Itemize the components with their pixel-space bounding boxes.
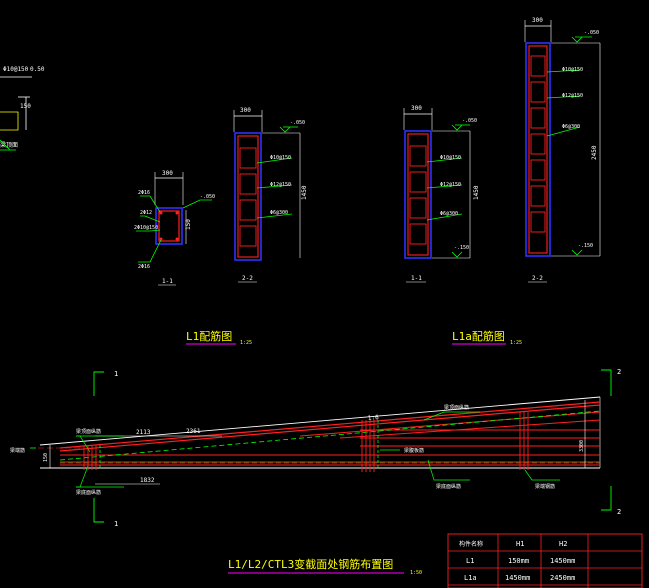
s11-height-dim: 150: [185, 219, 192, 230]
title-l1-scale: 1:25: [240, 340, 252, 346]
left-fragment-label-c: 梁顶面: [0, 141, 18, 149]
s11-side-bars: 2Φ12: [140, 210, 152, 216]
s11a-name: 1-1: [411, 275, 422, 282]
s11a-stirrup-c: Φ6@300: [440, 211, 458, 217]
slope-label: 1:6: [368, 414, 380, 422]
s22-name: 2-2: [242, 275, 253, 282]
dimension-table: 构件名称 H1 H2 L1 150mm 1450mm L1a 1450mm 24…: [447, 533, 643, 588]
s11-elev: -.050: [200, 194, 215, 200]
cut-right-bottom: 2: [617, 508, 621, 516]
title-main: L1/L2/CTL3变截面处钢筋布置图 1:50: [228, 557, 422, 576]
left-fragment-label-a: Φ10@150: [3, 66, 29, 73]
s11-concrete-outline: [155, 207, 183, 245]
table-row1-h2: 1450mm: [550, 557, 575, 565]
s11a-width-dim: 300: [411, 105, 422, 112]
table-header-name: 构件名称: [459, 540, 483, 548]
left-fragment-label-d: 0.50: [30, 66, 45, 73]
table-row2-name: L1a: [464, 574, 477, 582]
left-height-dim: 150: [43, 453, 49, 462]
beam-elevation: 1 1 2 2: [10, 368, 621, 528]
s11-bars-label: 2Φ10@150: [134, 225, 158, 231]
label-end-right: 梁端钢筋: [535, 483, 555, 490]
s11a-concrete-outline: [404, 130, 432, 259]
s11-stirrup: [158, 210, 180, 242]
s11a-stirrup-b: Φ12@150: [440, 182, 461, 188]
table-row2-h2: 2450mm: [550, 574, 575, 582]
label-side-mid: 梁腹板筋: [404, 447, 424, 454]
s22a-name: 2-2: [532, 275, 543, 282]
title-l1-text: L1配筋图: [186, 329, 232, 343]
s22-stirrup-a: Φ10@150: [270, 155, 291, 161]
s22a-elev-top: -.050: [584, 30, 599, 36]
cut-left-top: 1: [114, 370, 118, 378]
left-fragment: Φ10@150 150 梁顶面 0.50: [0, 66, 45, 151]
title-l1a-scale: 1:25: [510, 340, 522, 346]
dim-a: 2113: [136, 429, 151, 436]
s22a-stirrup-a: Φ10@150: [562, 67, 583, 73]
table-row1-h1: 150mm: [508, 557, 529, 565]
table-header-h2: H2: [559, 540, 567, 548]
title-l1: L1配筋图 1:25: [186, 329, 252, 346]
title-main-text: L1/L2/CTL3变截面处钢筋布置图: [228, 557, 393, 571]
s22a-width-dim: 300: [532, 17, 543, 24]
s22a-concrete-outline: [525, 42, 551, 257]
section-1-1-l1a: 300 -.050 -.150 1450 Φ10@150 Φ12@150 Φ6@…: [403, 105, 480, 283]
s11-bot-bars: 2Φ16: [138, 264, 150, 270]
label-bottom-left: 梁底面纵筋: [76, 489, 101, 496]
s11a-height-dim: 1450: [473, 185, 480, 200]
cut-left-bottom: 1: [114, 520, 118, 528]
s22-width-dim: 300: [240, 107, 251, 114]
s11-name: 1-1: [162, 278, 173, 285]
s22a-elev-bot: -.150: [578, 243, 593, 249]
label-left-edge: 梁端筋: [10, 447, 25, 454]
dim-b: 2361: [186, 428, 201, 435]
right-height-dim: 3300: [579, 440, 585, 452]
label-bottom-mid: 梁底面纵筋: [436, 483, 461, 490]
s11a-elev-top: -.050: [462, 118, 477, 124]
section-1-1-l1: 300 150 -.050 2Φ16 2Φ12 2Φ10@150 2Φ16 1-…: [134, 170, 215, 286]
s11a-stirrup-a: Φ10@150: [440, 155, 461, 161]
table-row1-name: L1: [466, 557, 474, 565]
cut-right-top: 2: [617, 368, 621, 376]
s11a-elev-bot: -.150: [454, 245, 469, 251]
label-top-right: 梁顶面纵筋: [444, 404, 469, 411]
s22-height-dim: 1450: [301, 185, 308, 200]
s22a-stirrup-b: Φ12@150: [562, 93, 583, 99]
title-l1a-text: L1a配筋图: [452, 329, 505, 343]
s22a-height-dim: 2450: [591, 145, 598, 160]
dim-c: 1832: [140, 477, 155, 484]
section-2-2-l1a: 300 -.050 -.150 2450 Φ10@150 Φ12@150 Φ6@…: [524, 17, 601, 283]
section-2-2-l1: 300 -.050 1450 Φ10@150 Φ12@150 Φ6@300 2-…: [233, 107, 308, 283]
s22-stirrup-c: Φ6@300: [270, 210, 288, 216]
table-row2-h1: 1450mm: [505, 574, 530, 582]
s11-width-dim: 300: [162, 170, 173, 177]
title-l1a: L1a配筋图 1:25: [452, 329, 522, 346]
label-top-left: 梁顶面纵筋: [76, 428, 101, 435]
s22-elev: -.050: [290, 120, 305, 126]
s11-top-bars: 2Φ16: [138, 190, 150, 196]
s22-stirrup-b: Φ12@150: [270, 182, 291, 188]
left-fragment-label-b: 150: [20, 103, 31, 110]
s22a-stirrup-c: Φ6@300: [562, 124, 580, 130]
title-main-scale: 1:50: [410, 570, 422, 576]
s22-concrete-outline: [234, 132, 262, 261]
table-header-h1: H1: [516, 540, 524, 548]
